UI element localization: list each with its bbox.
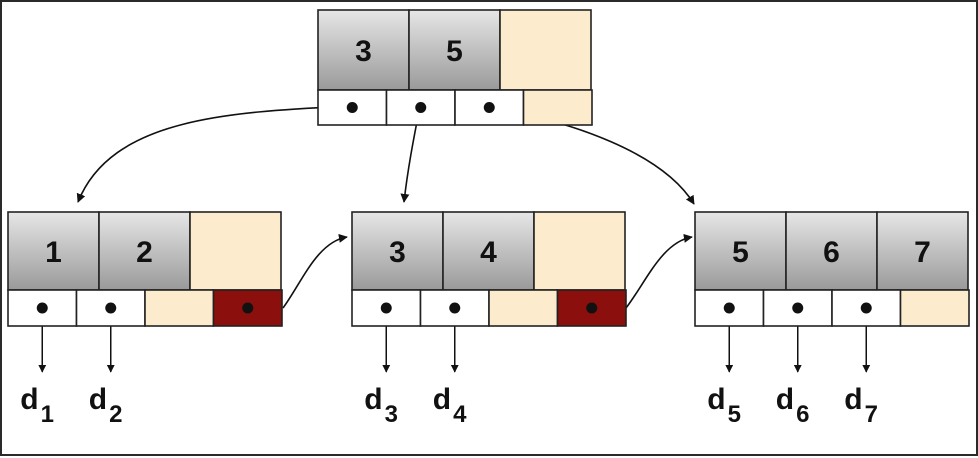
pointer-dot (860, 302, 872, 314)
key-cell (317, 9, 410, 91)
data-label: d4 (433, 383, 467, 428)
pointer-dot (449, 302, 461, 314)
empty-key-cell (189, 211, 282, 291)
key-label: 2 (136, 236, 153, 269)
pointer-dot (586, 302, 598, 314)
data-label: d7 (844, 383, 878, 428)
key-label: 5 (446, 35, 463, 68)
key-cell (785, 211, 878, 291)
data-label-base: d (433, 383, 451, 416)
pointer-dot (36, 302, 48, 314)
key-cell (408, 9, 501, 91)
next-leaf-pointer-cell (556, 289, 627, 327)
data-label: d5 (707, 383, 741, 428)
empty-key-cell (533, 211, 626, 291)
key-cell (442, 211, 535, 291)
data-label: d3 (364, 383, 398, 428)
data-label-base: d (707, 383, 725, 416)
key-label: 3 (355, 35, 372, 68)
pointer-dot (415, 102, 427, 113)
empty-key-cell (499, 9, 592, 91)
key-label: 1 (45, 236, 62, 269)
data-label-subscript: 6 (796, 401, 809, 428)
empty-pointer-cell (144, 289, 215, 327)
pointer-dot (242, 302, 254, 314)
data-label-subscript: 4 (453, 401, 467, 428)
edge-leaf-1-to-leaf-2 (282, 233, 348, 309)
edge-root-to-leaf-1 (76, 105, 352, 203)
data-label-subscript: 5 (728, 401, 741, 428)
pointer-dot (380, 302, 392, 314)
key-label: 6 (823, 236, 840, 269)
pointer-dot (723, 302, 735, 314)
data-label-base: d (844, 383, 862, 416)
pointer-dot (483, 102, 495, 113)
key-cell (876, 211, 969, 291)
pointer-dot (792, 302, 804, 314)
key-cell (351, 211, 444, 291)
edge-leaf-2-to-leaf-3 (625, 233, 693, 309)
key-cell (98, 211, 191, 291)
data-label: d1 (20, 383, 54, 428)
key-label: 5 (732, 236, 749, 269)
key-cell (694, 211, 787, 291)
data-label-subscript: 7 (865, 401, 878, 428)
key-label: 4 (480, 236, 497, 269)
empty-pointer-cell (488, 289, 559, 327)
node-leaf-3: 5 6 7 (694, 211, 970, 327)
data-label-subscript: 3 (385, 401, 398, 428)
data-label-subscript: 2 (109, 401, 122, 428)
pointer-cell (317, 89, 388, 126)
data-label: d6 (776, 383, 810, 428)
empty-pointer-cell (522, 89, 593, 126)
data-label-base: d (20, 383, 38, 416)
data-label: d2 (89, 383, 123, 428)
pointer-dot (105, 302, 117, 314)
pointer-dot (346, 102, 358, 113)
empty-pointer-cell (899, 289, 970, 327)
data-label-base: d (89, 383, 107, 416)
data-label-base: d (364, 383, 382, 416)
key-label: 7 (914, 236, 931, 269)
data-label-base: d (776, 383, 794, 416)
key-label: 3 (389, 236, 406, 269)
data-label-subscript: 1 (41, 401, 54, 428)
